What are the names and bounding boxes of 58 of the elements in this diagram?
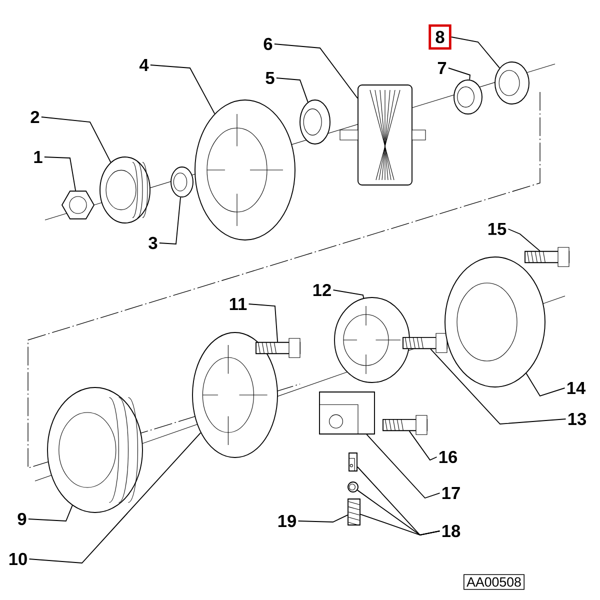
callout-number: 1 — [34, 151, 42, 163]
callout-number: 11 — [230, 298, 247, 310]
callout-number: 4 — [139, 59, 149, 71]
callout-number: 3 — [148, 236, 158, 250]
leader-line — [508, 228, 540, 252]
leader-line — [298, 514, 348, 522]
plate-drawing — [334, 297, 410, 383]
leader-line — [44, 156, 76, 192]
rotor-drawing — [340, 84, 426, 186]
leader-line — [40, 116, 112, 163]
leader-line — [28, 432, 202, 564]
ring-drawing — [494, 62, 530, 104]
leader-line — [158, 196, 181, 244]
ring-drawing — [348, 482, 358, 492]
callout-number: 17 — [442, 487, 460, 499]
bolt-drawing — [524, 247, 570, 267]
callout-number: 19 — [278, 514, 296, 528]
part-number-box: AA00508 — [464, 574, 524, 590]
bolt-drawing — [382, 415, 428, 435]
callout-number: 2 — [30, 110, 40, 124]
pulley-drawing — [47, 387, 143, 513]
callout-number: 16 — [439, 450, 458, 464]
leader-line — [526, 372, 566, 397]
callout-number: 6 — [264, 38, 272, 50]
leader-line — [332, 290, 364, 299]
leader-line — [448, 68, 470, 80]
bolt-drawing — [402, 333, 448, 353]
ring-drawing — [454, 80, 482, 114]
callout-number: 5 — [266, 72, 274, 84]
callout-number: 14 — [567, 382, 586, 394]
callout-number: 8 — [428, 24, 452, 50]
callout-number: 7 — [438, 62, 446, 74]
leader-line — [150, 64, 216, 114]
leader-line — [450, 36, 500, 68]
ring-drawing — [300, 100, 330, 144]
block-drawing — [319, 392, 375, 434]
callout-number: 15 — [488, 222, 506, 236]
leader-line — [276, 78, 308, 103]
housing-drawing — [194, 100, 296, 240]
callout-number: 13 — [568, 412, 586, 426]
ring-drawing — [170, 166, 194, 198]
leader-line — [274, 44, 358, 99]
spring-drawing — [348, 498, 360, 526]
pulley-drawing — [100, 156, 150, 224]
leader-line — [430, 348, 566, 424]
leader-line — [360, 514, 440, 536]
leader-line — [28, 505, 73, 522]
housing-drawing — [192, 332, 278, 458]
callout-number: 12 — [313, 284, 331, 296]
leader-line — [366, 434, 440, 499]
leader-line — [408, 430, 438, 461]
bolt-drawing — [256, 338, 300, 358]
callout-number: 18 — [442, 524, 460, 538]
ring-drawing — [444, 256, 546, 388]
leader-line — [248, 304, 278, 342]
callout-number: 10 — [9, 552, 27, 566]
callout-number: 9 — [18, 512, 26, 526]
block-drawing — [348, 452, 358, 472]
